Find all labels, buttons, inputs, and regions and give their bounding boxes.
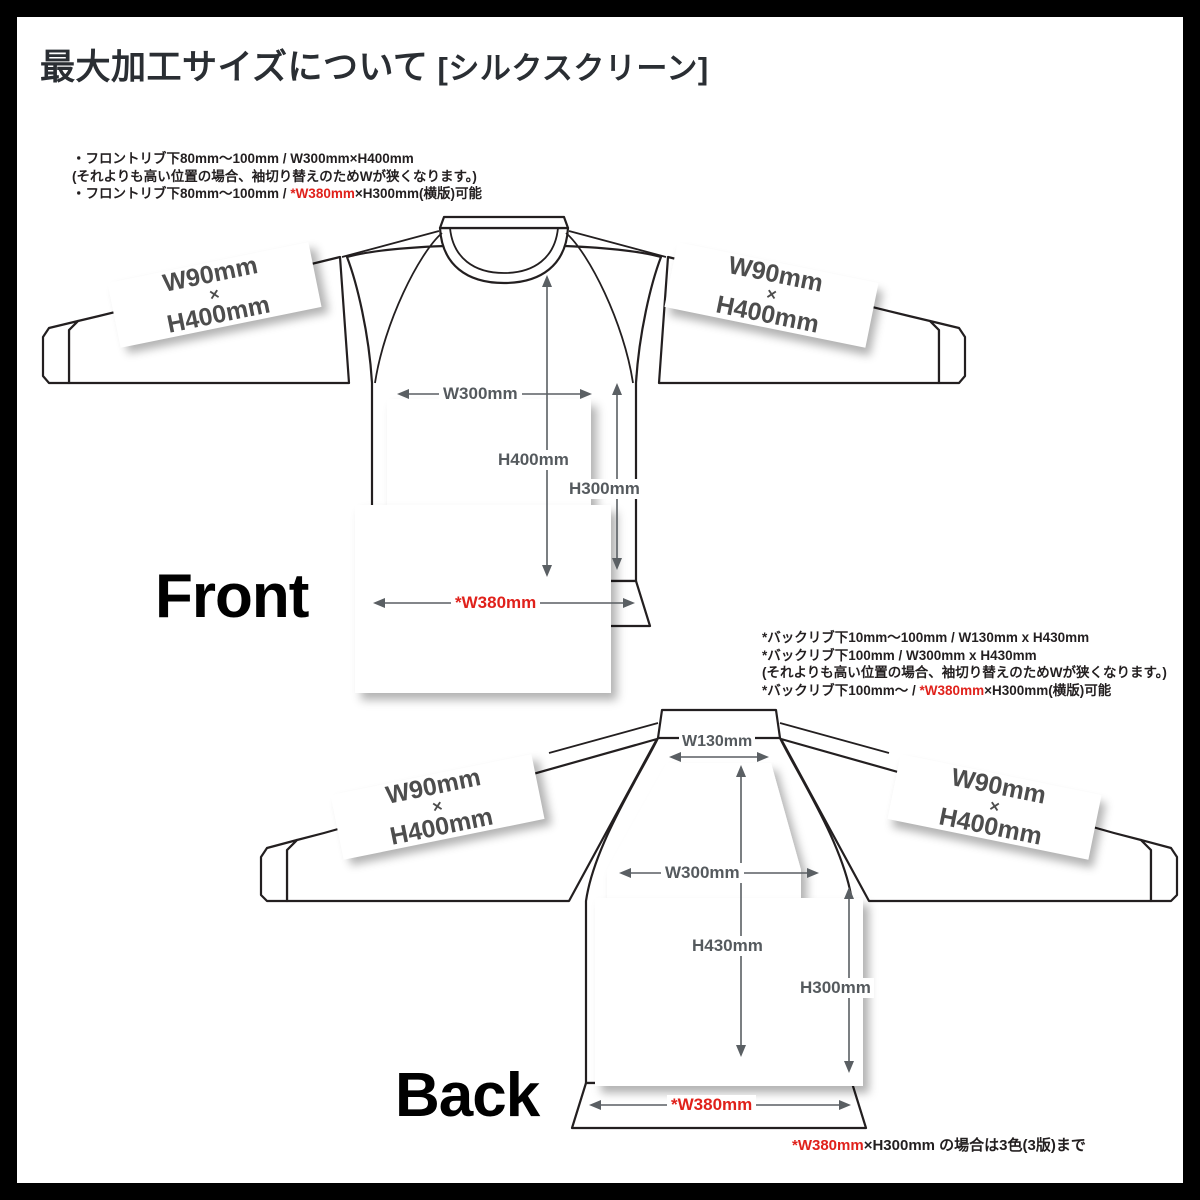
back-garment-illustration: W130mm W300mm H430mm H300mm *W380mm xyxy=(249,705,1183,1135)
front-notes: ・フロントリブ下80mm〜100mm / W300mm×H400mm (それより… xyxy=(72,150,482,203)
content-canvas: 最大加工サイズについて [シルクスクリーン] ・フロントリブ下80mm〜100m… xyxy=(17,17,1183,1183)
footer-note-red: *W380mm xyxy=(792,1137,864,1154)
front-shoulder-line-left xyxy=(341,230,440,258)
page-title: 最大加工サイズについて [シルクスクリーン] xyxy=(40,39,709,90)
footer-note-rest: ×H300mm の場合は3色(3版)まで xyxy=(863,1137,1086,1154)
back-dim-height-alt-label: H300mm xyxy=(797,978,874,998)
front-left-cuff xyxy=(41,319,80,385)
back-note-line2: *バックリブ下100mm / W300mm x H430mm xyxy=(762,647,1037,663)
back-dim-neck-width-label: W130mm xyxy=(679,733,756,751)
front-raglan-seam-left xyxy=(374,232,443,384)
back-notes: *バックリブ下10mm〜100mm / W130mm x H430mm *バック… xyxy=(762,629,1167,699)
back-dim-height-label: H430mm xyxy=(689,936,766,956)
page-title-bracket: [シルクスクリーン] xyxy=(437,51,709,86)
front-shoulder-line-right xyxy=(568,230,667,258)
front-dim-height-label: H400mm xyxy=(495,450,572,470)
front-collar-band xyxy=(438,215,570,230)
front-caption: Front xyxy=(155,562,309,631)
back-note-red: *W380mm xyxy=(919,682,985,698)
back-note-line4: *バックリブ下100mm〜 / *W380mm×H300mm(横版)可能 xyxy=(762,682,1112,698)
front-dim-height-alt-label: H300mm xyxy=(566,479,643,499)
front-raglan-seam-right xyxy=(565,232,634,384)
front-dim-width-label: W300mm xyxy=(439,384,522,404)
front-neck-inner xyxy=(449,227,559,274)
back-print-plate-shapes xyxy=(595,763,863,1086)
footer-note: *W380mm×H300mm の場合は3色(3版)まで xyxy=(792,1134,1086,1155)
back-shoulder-line-right xyxy=(779,722,890,754)
back-caption: Back xyxy=(395,1061,540,1130)
page-title-main: 最大加工サイズについて xyxy=(40,48,429,87)
front-note-line2: (それよりも高い位置の場合、袖切り替えのためWが狭くなります。) xyxy=(72,168,477,184)
back-shoulder-line-left xyxy=(548,722,659,754)
back-collar-band xyxy=(656,708,782,740)
back-dim-hem-label: *W380mm xyxy=(667,1095,757,1115)
back-dim-width-label: W300mm xyxy=(661,863,744,883)
front-garment-illustration: W300mm H400mm H300mm *W380mm xyxy=(39,213,969,693)
back-note-line1: *バックリブ下10mm〜100mm / W130mm x H430mm xyxy=(762,630,1090,645)
front-neck-outer xyxy=(438,226,570,285)
front-note-line3: ・フロントリブ下80mm〜100mm / *W380mm×H300mm(横版)可… xyxy=(72,186,482,201)
back-left-cuff xyxy=(259,838,299,903)
front-right-cuff xyxy=(928,319,967,385)
back-note-line3: (それよりも高い位置の場合、袖切り替えのためWが狭くなります。) xyxy=(762,665,1167,680)
front-note-red: *W380mm xyxy=(290,186,355,201)
front-note-line1: ・フロントリブ下80mm〜100mm / W300mm×H400mm xyxy=(72,151,414,166)
front-dim-hem-label: *W380mm xyxy=(451,593,541,613)
back-right-cuff xyxy=(1139,838,1179,903)
